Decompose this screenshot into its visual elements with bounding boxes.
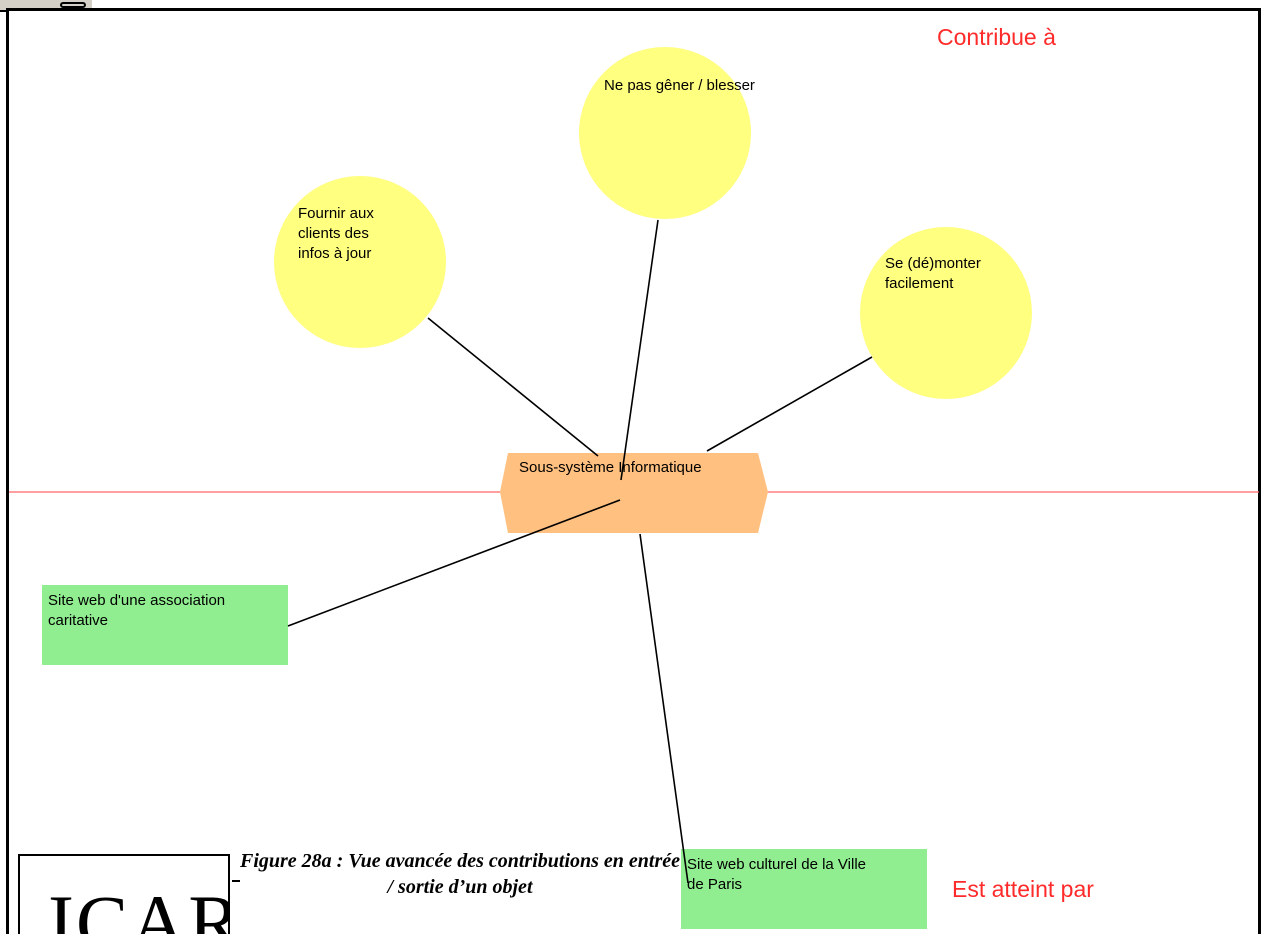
reached-by-label: Est atteint par [952, 876, 1094, 902]
goal-node-label: Se (dé)monter facilement [885, 255, 981, 292]
connector-fournir-infos [427, 317, 599, 457]
logo: ICARE [48, 879, 228, 934]
center-node-label: Sous-système Informatique [519, 459, 702, 476]
source-node-label: Site web culturel de la Ville de Paris [687, 856, 866, 893]
logo-box: ICARE [18, 854, 230, 934]
toolbar-handle-icon[interactable] [60, 2, 86, 8]
goal-node-se-demonter[interactable] [860, 227, 1032, 399]
goal-node-label: Fournir aux clients des infos à jour [298, 205, 374, 262]
source-node-label: Site web d'une association caritative [48, 592, 226, 629]
connector-se-demonter [706, 356, 873, 452]
connector-association [287, 499, 621, 627]
connector-ne-pas-gener [620, 219, 659, 481]
figure-caption: Figure 28a : Vue avancée des contributio… [240, 848, 680, 900]
center-node-shape[interactable] [500, 453, 768, 533]
goal-node-ne-pas-gener[interactable] [579, 47, 751, 219]
goal-node-fournir-infos[interactable] [274, 176, 446, 348]
connector-ville-paris [639, 533, 689, 884]
source-node-ville-paris[interactable] [681, 849, 927, 929]
goal-node-label: Ne pas gêner / blesser [604, 77, 755, 94]
contributes-to-label: Contribue à [937, 24, 1056, 50]
source-node-association[interactable] [42, 585, 288, 665]
